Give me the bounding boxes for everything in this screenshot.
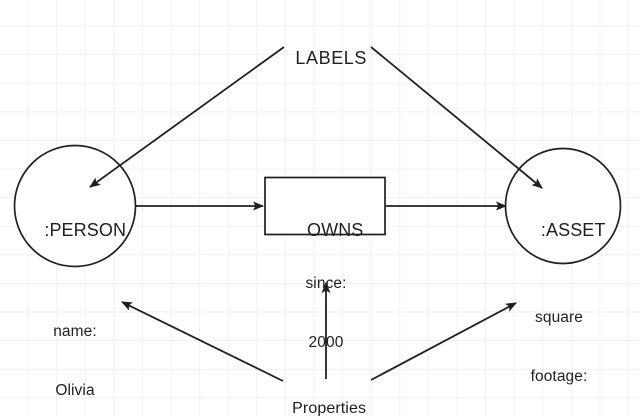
properties-heading-text: Properties (292, 400, 367, 416)
labels-heading-text: LABELS (295, 47, 368, 68)
property-person-value: Olivia (55, 381, 95, 399)
property-owns-key: since: (305, 275, 347, 293)
property-person-key: name: (53, 323, 97, 341)
node-person-label: :PERSON (15, 196, 135, 264)
edge-properties-to-name (121, 301, 284, 382)
node-person-label-text: :PERSON (44, 219, 127, 240)
property-asset: square footage: 3000 (499, 269, 619, 416)
node-owns-label-text: OWNS (307, 219, 364, 240)
edge-labels-to-asset (370, 46, 543, 189)
node-owns-label: OWNS (265, 196, 385, 264)
edge-labels-to-person (89, 46, 285, 188)
properties-heading: Properties (0, 379, 640, 416)
property-asset-key-line2: footage: (530, 367, 588, 385)
node-owns-rect[interactable] (264, 176, 386, 236)
labels-heading: LABELS (0, 24, 640, 92)
property-owns-value: 2000 (308, 333, 344, 351)
property-person: name: Olivia (15, 283, 135, 416)
node-asset-label-text: :ASSET (540, 219, 606, 240)
edge-properties-to-footage (370, 302, 517, 381)
property-owns: since: 2000 (266, 235, 386, 391)
node-asset-label: :ASSET (503, 196, 623, 264)
property-asset-key-line1: square (535, 309, 583, 327)
